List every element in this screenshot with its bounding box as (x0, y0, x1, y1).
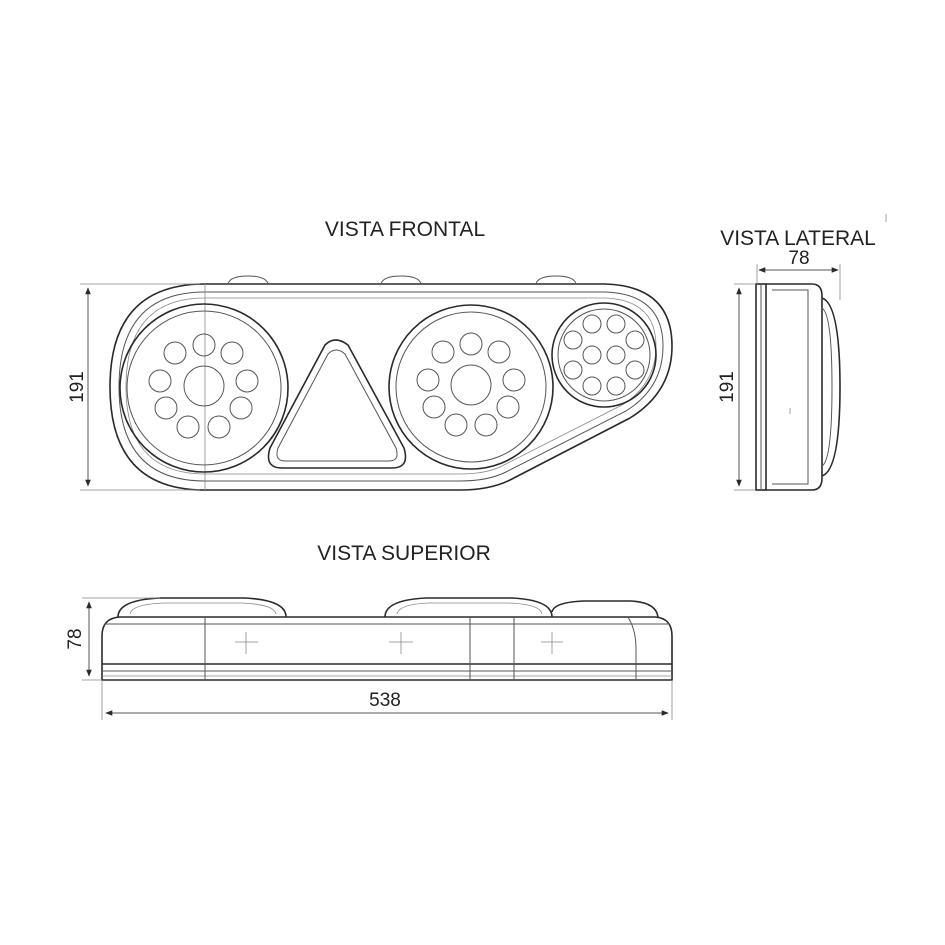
front-housing-inner (118, 291, 664, 482)
front-height-dimension: 191 (67, 283, 200, 491)
top-dome-small (551, 600, 659, 618)
top-width-label: 538 (369, 690, 401, 711)
side-height-dimension: 191 (717, 283, 756, 491)
mount-tab-right (535, 275, 577, 285)
side-depth-dimension: 78 (756, 248, 841, 300)
front-height-label: 191 (67, 371, 88, 403)
middle-lamp (388, 304, 554, 470)
top-width-dimension: 538 (101, 680, 673, 720)
side-profile (755, 283, 841, 491)
mount-tab-left (227, 275, 269, 285)
small-lamp (551, 302, 657, 408)
front-view-title: VISTA FRONTAL (325, 218, 485, 241)
side-depth-label: 78 (788, 248, 809, 269)
side-height-label: 191 (717, 371, 738, 403)
side-view-title: VISTA LATERAL (720, 227, 876, 250)
top-depth-label: 78 (65, 628, 86, 649)
front-view: VISTA FRONTAL (67, 218, 673, 491)
top-dome-left (117, 597, 287, 618)
top-view: VISTA SUPERIOR 78 (65, 542, 673, 720)
top-dome-middle (384, 597, 553, 618)
top-center-marks (235, 632, 563, 654)
top-view-title: VISTA SUPERIOR (317, 542, 491, 565)
front-housing-outer (109, 283, 673, 491)
mount-tab-center (380, 275, 422, 285)
left-lamp (119, 303, 289, 473)
triangle-reflector (267, 339, 407, 469)
front-housing-rim (125, 297, 657, 475)
top-depth-dimension: 78 (65, 597, 160, 681)
side-view: VISTA LATERAL 78 191 (717, 214, 887, 491)
